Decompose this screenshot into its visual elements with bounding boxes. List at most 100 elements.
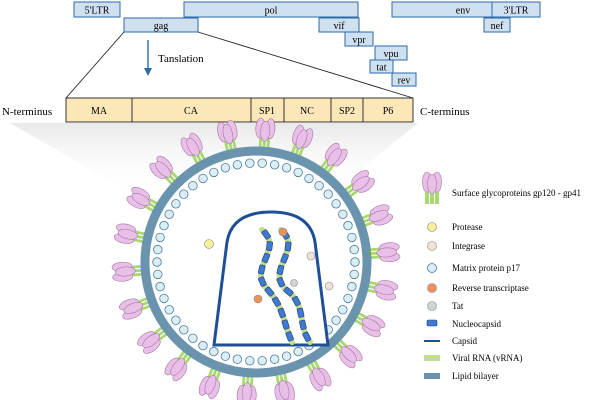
glycoprotein-spike <box>274 370 295 400</box>
gene-5ltr: 5'LTR <box>73 1 121 18</box>
matrix-protein <box>349 269 359 280</box>
glycoprotein-spike <box>342 170 375 200</box>
legend-item-lipid-bilayer: Lipid bilayer <box>424 371 499 381</box>
legend-item-matrix: Matrix protein p17 <box>427 263 520 273</box>
glycoprotein-spike <box>111 261 145 282</box>
legend-label-tat: Tat <box>452 301 464 311</box>
integrase-particle <box>324 281 334 291</box>
nucleocapsid-protein <box>258 276 267 287</box>
nucleocapsid-protein <box>281 319 290 330</box>
svg-text:3'LTR: 3'LTR <box>504 6 529 17</box>
matrix-protein <box>349 244 359 255</box>
c-terminus-label: C-terminus <box>420 106 470 118</box>
matrix-protein <box>171 315 181 325</box>
matrix-protein <box>179 325 189 335</box>
matrix-protein <box>257 356 267 366</box>
matrix-protein <box>179 189 189 199</box>
segment-p6: P6 <box>383 106 394 117</box>
integrase-icon <box>427 241 437 251</box>
legend-label-protease: Protease <box>452 222 483 232</box>
gene-nef: nef <box>483 17 511 33</box>
reverse-transcriptase-particle <box>278 227 288 237</box>
glycoprotein-spike <box>198 365 223 400</box>
matrix-protein <box>220 351 231 361</box>
segment-ma: MA <box>91 106 108 117</box>
matrix-protein <box>269 354 280 364</box>
legend-item-protease: Protease <box>427 222 483 232</box>
matrix-protein <box>338 305 348 315</box>
matrix-protein <box>155 281 165 292</box>
svg-text:tat: tat <box>377 63 387 74</box>
nucleocapsid-protein <box>296 307 305 318</box>
svg-text:nef: nef <box>491 21 504 32</box>
matrix-protein <box>245 158 255 168</box>
nucleocapsid-protein <box>292 296 301 307</box>
gene-vpu: vpu <box>374 45 408 61</box>
legend-label-lipid-bilayer: Lipid bilayer <box>452 371 499 381</box>
matrix-protein <box>153 244 163 255</box>
matrix-protein <box>152 257 162 267</box>
integrase-particle <box>306 251 316 261</box>
capsid-cone <box>212 210 330 347</box>
legend-label-glycoprotein: Surface glycoproteins gp120 - gp41 <box>452 188 581 198</box>
translation-arrow <box>144 40 152 76</box>
legend-label-viral-rna: Viral RNA (vRNA) <box>452 353 522 363</box>
virion <box>111 117 401 400</box>
reverse-transcriptase-icon <box>427 283 437 293</box>
matrix-protein <box>232 160 243 170</box>
svg-text:vpr: vpr <box>352 35 366 46</box>
translation-label: Tanslation <box>158 53 204 65</box>
legend-item-glycoprotein: Surface glycoproteins gp120 - gp41 <box>422 171 581 204</box>
lipid-bilayer <box>140 146 372 378</box>
reverse-transcriptase-particle <box>253 294 263 304</box>
matrix-protein <box>159 220 169 231</box>
matrix-protein <box>245 356 255 366</box>
nucleocapsid-protein <box>264 286 275 297</box>
matrix-protein <box>232 354 243 364</box>
segment-ca: CA <box>184 106 199 117</box>
nucleocapsid-protein <box>283 286 294 297</box>
nucleocapsid-protein <box>302 331 312 342</box>
legend-item-nucleocapsid: Nucleocapsid <box>426 319 501 329</box>
nucleocapsid-protein <box>284 241 292 252</box>
tat-particle <box>290 279 298 287</box>
matrix-protein <box>188 333 198 344</box>
n-terminus-label: N-terminus <box>2 106 52 118</box>
glycoprotein-spike <box>351 310 386 337</box>
legend-label-matrix: Matrix protein p17 <box>452 263 520 273</box>
glycoprotein-spike <box>236 373 257 400</box>
glycoprotein-spike <box>367 242 401 263</box>
matrix-protein <box>159 293 169 304</box>
matrix-protein <box>164 305 174 315</box>
svg-text:gag: gag <box>154 21 168 32</box>
glycoprotein-spike <box>289 124 314 159</box>
matrix-protein <box>188 180 198 191</box>
matrix-protein <box>209 346 219 357</box>
matrix-protein <box>350 257 360 267</box>
legend-label-integrase: Integrase <box>452 241 485 251</box>
matrix-protein <box>347 281 357 292</box>
matrix-protein <box>293 167 303 178</box>
genome-map: 5'LTR gag pol vif vpr vpu tat rev <box>73 1 541 87</box>
nucleocapsid-protein <box>272 296 281 307</box>
protease-particle <box>204 239 214 249</box>
matrix-protein <box>257 158 267 168</box>
svg-text:rev: rev <box>398 76 411 87</box>
nucleocapsid-protein <box>280 253 289 264</box>
svg-text:vpu: vpu <box>384 49 399 60</box>
nucleocapsid-protein <box>285 331 294 342</box>
gene-3ltr: 3'LTR <box>491 1 541 18</box>
matrix-protein <box>323 189 333 199</box>
matrix-protein <box>338 209 348 220</box>
segment-nc: NC <box>300 106 314 117</box>
legend-label-capsid: Capsid <box>452 336 478 346</box>
nucleocapsid-protein <box>261 252 271 264</box>
svg-text:env: env <box>456 6 470 17</box>
nucleocapsid-icon <box>426 319 438 327</box>
legend-label-reverse-transcriptase: Reverse transcriptase <box>452 283 529 293</box>
matrix-protein <box>281 163 292 173</box>
nucleocapsid-protein <box>266 241 273 252</box>
protease-icon <box>427 222 437 232</box>
